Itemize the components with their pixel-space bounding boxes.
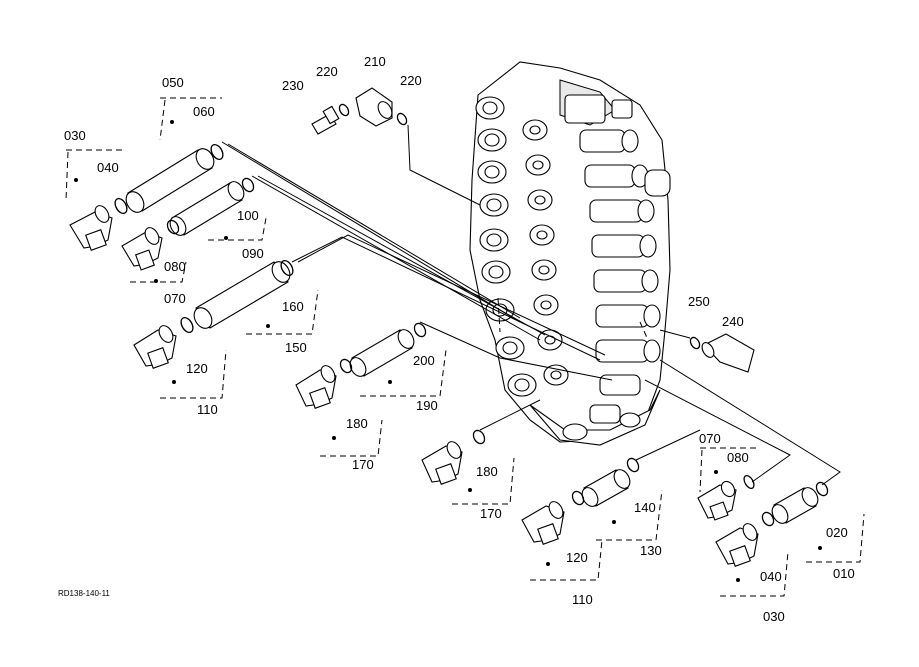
callout-050: 050 (162, 75, 184, 90)
part-120-o-ring (180, 316, 194, 334)
callout-030: 030 (64, 128, 86, 143)
part-160-o-ring (280, 259, 294, 277)
leader-lines (221, 124, 841, 486)
callout-030-b: 030 (763, 609, 785, 624)
callout-120-b: 120 (566, 550, 588, 565)
part-040-o-ring (114, 197, 128, 215)
callout-140: 140 (634, 500, 656, 515)
callout-160: 160 (282, 299, 304, 314)
part-250-o-ring (689, 336, 701, 350)
part-070-elbow (121, 227, 163, 271)
callout-110-b: 110 (572, 592, 593, 607)
callout-180-b: 180 (476, 464, 498, 479)
part-180-o-ring-b (472, 429, 486, 445)
callout-250: 250 (688, 294, 710, 309)
callout-220-b: 220 (400, 73, 422, 88)
callout-200: 200 (413, 353, 435, 368)
part-080-o-ring (166, 219, 180, 235)
callout-110: 110 (197, 402, 218, 417)
callout-040: 040 (97, 160, 119, 175)
callout-230: 230 (282, 78, 304, 93)
callout-180-a: 180 (346, 416, 368, 431)
part-050-tube (125, 148, 215, 213)
group-brackets (65, 97, 865, 597)
part-030-elbow (69, 205, 113, 251)
part-040-o-ring-b (761, 511, 775, 527)
part-230-connector (311, 105, 340, 135)
part-220-o-ring-b (396, 112, 408, 126)
callout-210: 210 (364, 54, 386, 69)
part-120-o-ring-b (571, 490, 585, 506)
callout-240: 240 (722, 314, 744, 329)
callout-020: 020 (826, 525, 848, 540)
part-180-o-ring-a (339, 358, 353, 374)
callout-170-a: 170 (352, 457, 374, 472)
part-130-tube (581, 469, 631, 507)
part-110-elbow (133, 325, 177, 369)
callout-170-b: 170 (480, 506, 502, 521)
part-100-o-ring (241, 177, 255, 193)
part-060-o-ring (210, 143, 224, 161)
part-150-tube (193, 261, 291, 329)
callout-080-b: 080 (727, 450, 749, 465)
part-080-o-ring-b (743, 474, 755, 490)
callout-190: 190 (416, 398, 438, 413)
callout-080: 080 (164, 259, 186, 274)
part-020-o-ring (815, 481, 829, 497)
part-240-switch (701, 333, 755, 373)
callout-070: 070 (164, 291, 186, 306)
callout-060: 060 (193, 104, 215, 119)
callout-010: 010 (833, 566, 855, 581)
part-190-tube (349, 329, 415, 377)
drawing-reference: RD138-140-11 (58, 589, 110, 598)
callout-220-a: 220 (316, 64, 338, 79)
part-170-elbow-b (421, 441, 463, 485)
callout-labels: 050 060 030 040 100 090 080 070 160 150 … (64, 54, 855, 624)
part-140-o-ring (626, 457, 640, 473)
callout-090: 090 (242, 246, 264, 261)
callout-100: 100 (237, 208, 259, 223)
part-200-o-ring (413, 322, 427, 338)
callout-130: 130 (640, 543, 662, 558)
part-110-elbow-b (521, 501, 565, 545)
callout-120: 120 (186, 361, 208, 376)
callout-150: 150 (285, 340, 307, 355)
part-070-elbow-b (697, 480, 737, 521)
part-030-elbow-b (715, 523, 759, 567)
callout-040-b: 040 (760, 569, 782, 584)
part-210-switch (355, 87, 393, 127)
part-010-tube (771, 487, 819, 524)
part-170-elbow-a (295, 365, 337, 409)
part-220-o-ring-a (338, 103, 350, 117)
control-valve-assembly (469, 61, 671, 446)
callout-070-b: 070 (699, 431, 721, 446)
